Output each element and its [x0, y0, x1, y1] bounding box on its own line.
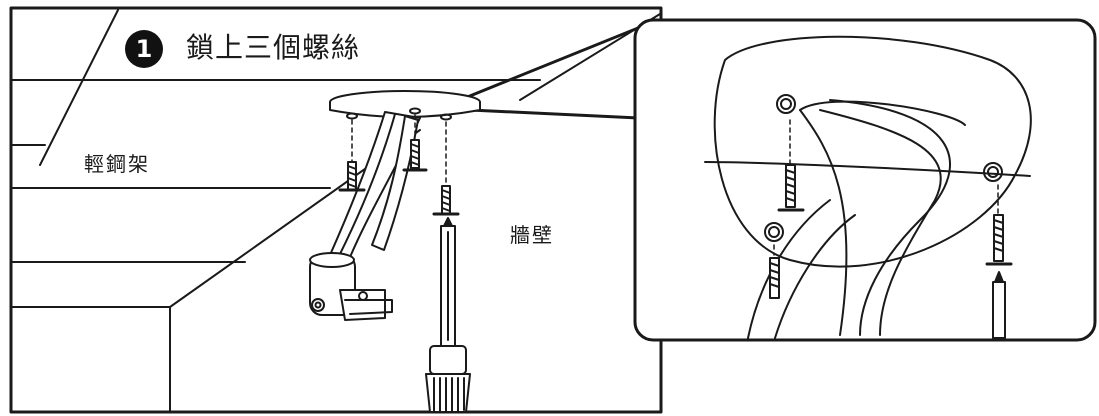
diagonal-corner-line: [39, 9, 119, 166]
callout-line-top: [453, 26, 640, 104]
screwdriver-icon: [425, 217, 471, 413]
screw-icon: [338, 139, 460, 216]
main-panel-frame: [9, 6, 663, 414]
callout-line-bottom: [468, 108, 640, 120]
screw-icon: [769, 164, 1013, 299]
wall-label: 牆壁: [510, 223, 554, 247]
step-number-badge: 1: [125, 30, 163, 68]
ceiling-frame-label: 輕鋼架: [84, 152, 150, 176]
zoom-guide-arrows: [773, 119, 999, 256]
mount-bracket-icon: [309, 90, 481, 321]
step-title: 鎖上三個螺絲: [186, 31, 361, 64]
screwdriver-icon: [992, 271, 1006, 339]
